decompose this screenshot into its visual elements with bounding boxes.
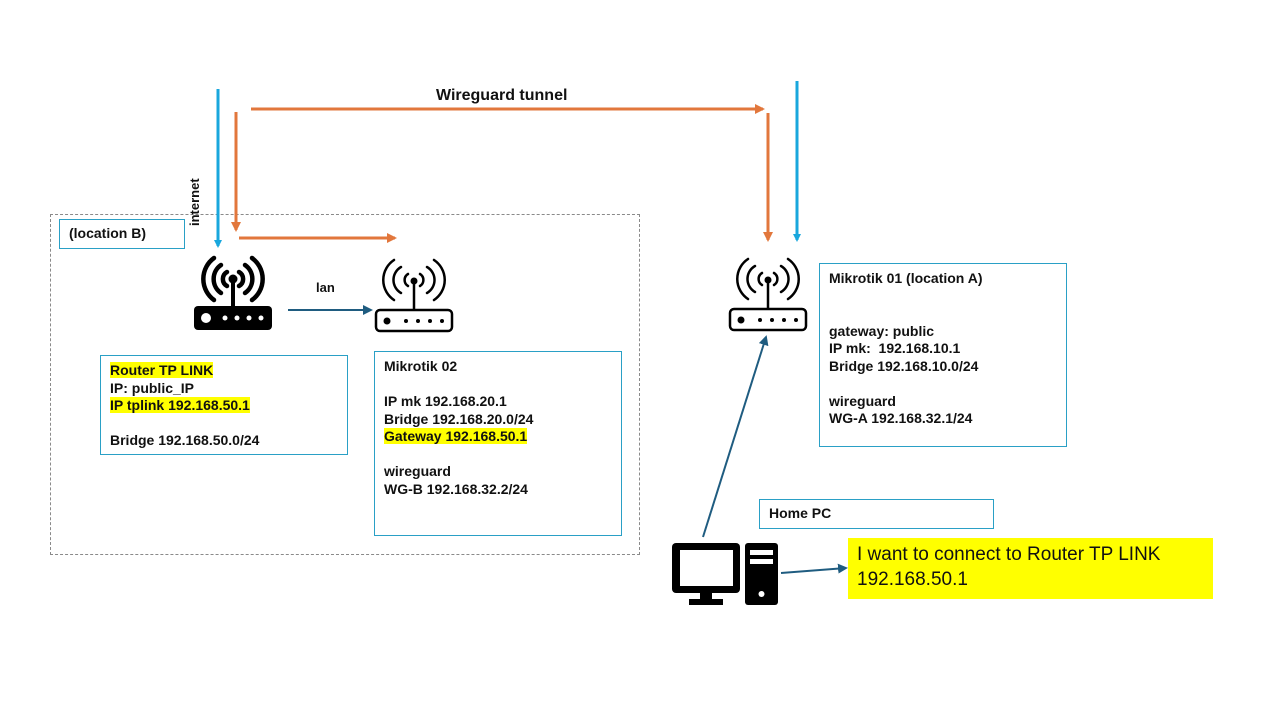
mikrotik-02-gateway: Gateway 192.168.50.1	[384, 428, 528, 444]
goal-note-line-1: I want to connect to Router TP LINK	[857, 544, 1161, 565]
wifi-router-icon	[728, 257, 808, 332]
mikrotik-01-gateway: gateway: public	[829, 322, 935, 339]
pc-to-mikrotik01-link	[702, 335, 769, 538]
mikrotik-02-bridge: Bridge 192.168.20.0/24	[384, 410, 534, 427]
mikrotik-02-info: Mikrotik 02 IP mk 192.168.20.1 Bridge 19…	[374, 351, 622, 536]
mikrotik-01-name: Mikrotik 01 (location A)	[829, 270, 983, 286]
home-pc-text: Home PC	[769, 505, 832, 521]
location-b-label: (location B)	[59, 219, 185, 249]
mikrotik-01-spacer-3	[829, 375, 1057, 393]
mikrotik-01-bridge: Bridge 192.168.10.0/24	[829, 357, 979, 374]
mikrotik-02-wg-heading: wireguard	[384, 463, 451, 479]
desktop-computer-icon	[672, 543, 778, 605]
goal-note-line-2: 192.168.50.1	[857, 569, 968, 590]
router-tplink-public-ip: IP: public_IP	[110, 379, 195, 396]
tunnel-title: Wireguard tunnel	[436, 87, 568, 104]
goal-note: I want to connect to Router TP LINK 192.…	[848, 538, 1213, 599]
mikrotik-02-spacer	[384, 376, 612, 394]
mikrotik-01-wg-ip: WG-A 192.168.32.1/24	[829, 410, 973, 426]
router-tplink-name: Router TP LINK	[110, 362, 214, 378]
wifi-router-icon	[374, 258, 454, 333]
router-tplink-lan-ip: IP tplink 192.168.50.1	[110, 397, 250, 413]
mikrotik-01-wg-heading: wireguard	[829, 392, 896, 409]
mikrotik-02-name: Mikrotik 02	[384, 358, 458, 374]
router-tplink-bridge: Bridge 192.168.50.0/24	[110, 432, 260, 448]
router-tplink-spacer	[110, 415, 338, 433]
pc-to-note-link	[780, 563, 848, 574]
mikrotik-01-spacer-2	[829, 305, 1057, 323]
mikrotik-02-spacer-2	[384, 446, 612, 464]
internet-label: internet	[187, 178, 202, 226]
mikrotik-02-wg-ip: WG-B 192.168.32.2/24	[384, 480, 528, 497]
lan-label: lan	[316, 280, 335, 295]
location-b-text: (location B)	[69, 225, 146, 241]
router-tplink-info: Router TP LINK IP: public_IP IP tplink 1…	[100, 355, 348, 455]
mikrotik-01-ip: IP mk: 192.168.10.1	[829, 340, 961, 356]
mikrotik-02-ip: IP mk 192.168.20.1	[384, 393, 507, 409]
wifi-router-icon	[194, 255, 272, 330]
mikrotik-01-spacer	[829, 288, 1057, 306]
mikrotik-01-info: Mikrotik 01 (location A) gateway: public…	[819, 263, 1067, 447]
location-b-group	[50, 214, 640, 555]
home-pc-label: Home PC	[759, 499, 994, 529]
